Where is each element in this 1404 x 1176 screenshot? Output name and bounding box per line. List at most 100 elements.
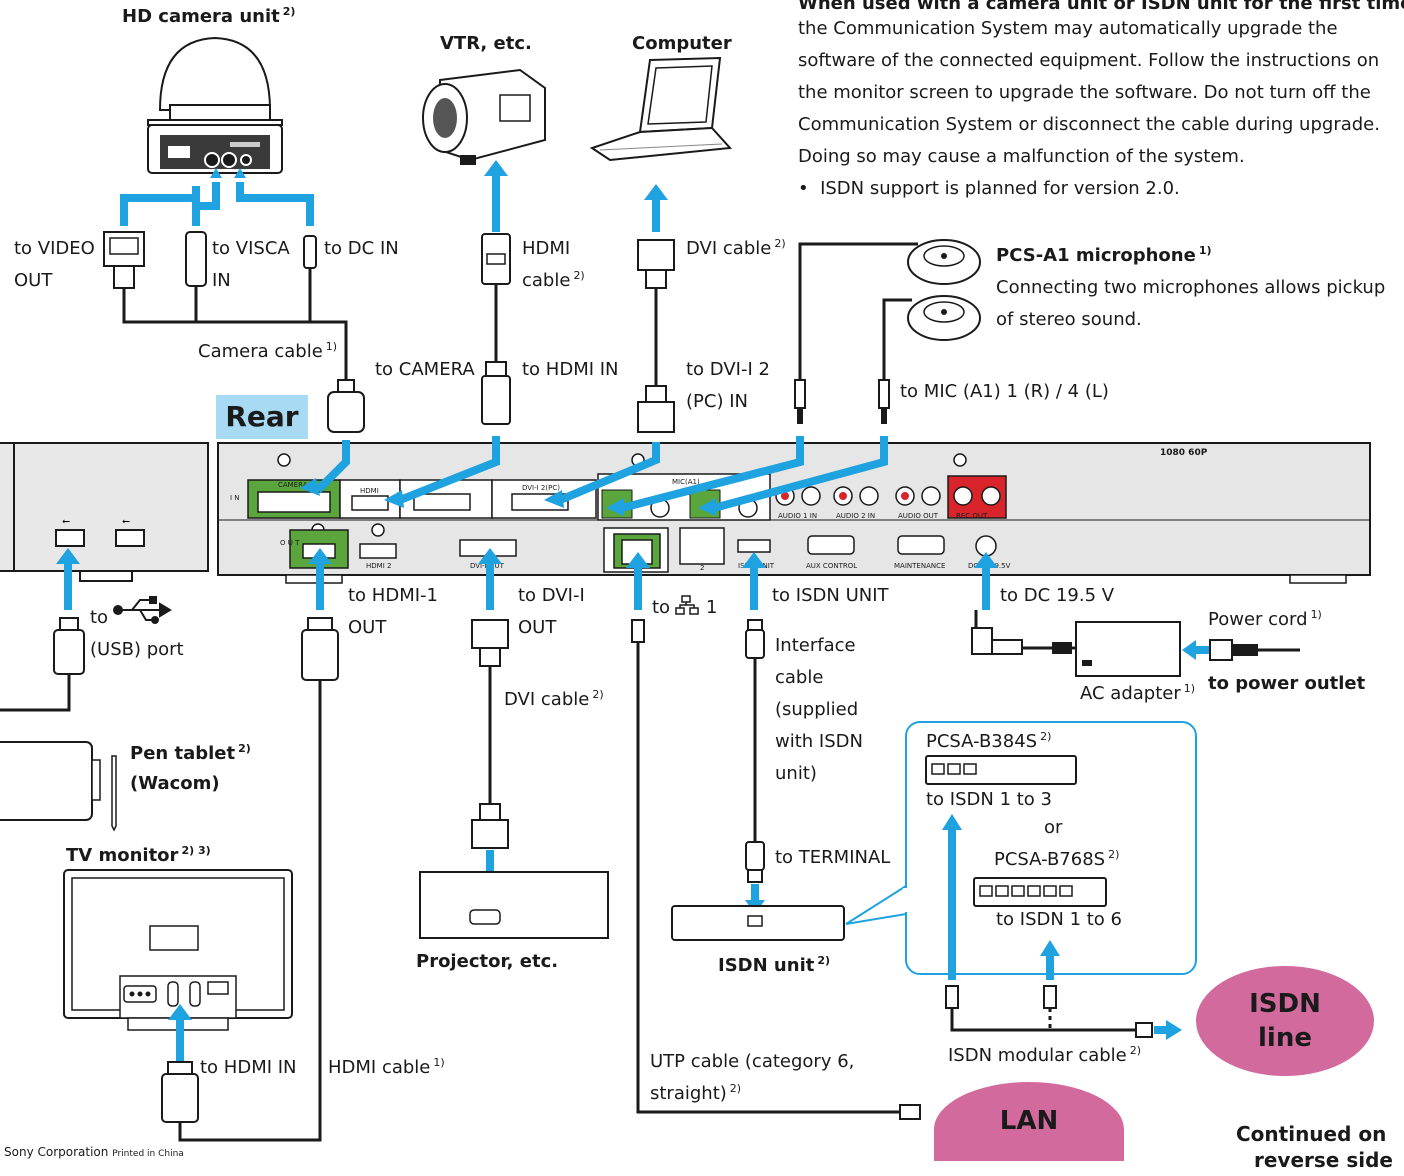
usb-icon: [113, 596, 172, 624]
camera-cable-text: Camera cable: [198, 341, 323, 362]
to-visca-2: IN: [212, 270, 231, 291]
utp-cable-2: straight)2): [650, 1078, 741, 1110]
to-lan-port: to: [652, 597, 671, 618]
to-terminal: to TERMINAL: [775, 847, 891, 868]
usb-cable: [0, 617, 85, 712]
footer-corp-text: Sony Corporation: [4, 1145, 109, 1159]
dvi-out-cable: [471, 619, 509, 849]
tv-monitor-device: [63, 869, 293, 1031]
projector-label: Projector, etc.: [416, 951, 559, 972]
to-usb-1: to: [90, 607, 109, 628]
note-bullet: • ISDN support is planned for version 2.…: [798, 173, 1180, 205]
to-mic: to MIC (A1) 1 (R) / 4 (L): [900, 381, 1109, 402]
note-line-2: software of the connected equipment. Fol…: [798, 50, 1380, 71]
footer-corp: Sony Corporation Printed in China: [4, 1143, 184, 1163]
isdn-unit-title: ISDN unit: [718, 955, 815, 976]
continued-on: Continued on: [1236, 1122, 1387, 1146]
hdmi-cable-top-2-text: cable: [522, 270, 571, 291]
pcsa-b384s-text: PCSA-B384S: [926, 731, 1038, 752]
dvi-cable-bottom-text: DVI cable: [504, 689, 590, 710]
hdmi-plug-tv: [161, 1061, 199, 1123]
port-audio2-label: AUDIO 2 IN: [836, 512, 875, 520]
microphone-sup: 1): [1198, 244, 1212, 257]
to-dc-195: to DC 19.5 V: [1000, 585, 1115, 606]
ac-adapter-sup: 1): [1183, 682, 1196, 695]
side-unit: ⭠ ⭠: [0, 442, 209, 582]
hdmi-cable-top-sup: 2): [573, 269, 585, 282]
pcsa-b768s-sup: 2): [1108, 848, 1120, 861]
visca-connector: [185, 231, 207, 287]
isdn-interface-cable: [745, 619, 765, 883]
power-cord-sup: 1): [1310, 608, 1322, 621]
rear-panel-title: Rear: [216, 395, 308, 439]
note-line-3: the monitor screen to upgrade the softwa…: [798, 82, 1371, 103]
to-video-out-1: to VIDEO: [14, 238, 95, 259]
hdmi-cable-bottom-sup: 1): [433, 1056, 445, 1069]
pen-tablet-sup: 2): [238, 742, 251, 755]
side-unit-label: 1080 60P: [1160, 448, 1208, 458]
to-hdmi1-out-2: OUT: [348, 617, 387, 638]
port-camera-label: CAMERA: [278, 481, 308, 489]
pcsa-b768s-text: PCSA-B768S: [994, 849, 1106, 870]
to-lan-port-num: 1: [706, 597, 718, 618]
dvi-cable-bottom-sup: 2): [592, 688, 604, 701]
port-aux-control-label: AUX CONTROL: [806, 562, 857, 570]
hd-camera-title: HD camera unit: [122, 6, 280, 27]
isdn-line-text-1: ISDN: [1249, 989, 1321, 1019]
utp-cable-2-text: straight): [650, 1083, 727, 1104]
hdmi-cable-bottom-text: HDMI cable: [328, 1057, 431, 1078]
vtr-device: [422, 68, 546, 165]
to-hdmi-in: to HDMI IN: [522, 359, 619, 380]
to-visca-1: to VISCA: [212, 238, 290, 259]
to-hdmi1-out-1: to HDMI-1: [348, 585, 438, 606]
to-dvi-i-out-2: OUT: [518, 617, 557, 638]
vtr-label: VTR, etc.: [440, 33, 532, 54]
to-usb-2: (USB) port: [90, 639, 184, 660]
lan-icon: [675, 595, 699, 615]
isdn-unit-sup: 2): [817, 954, 831, 967]
port-in-label: I N: [230, 494, 240, 502]
port-lan2-label: 2: [700, 564, 704, 572]
note-bullet-text: ISDN support is planned for version 2.0.: [820, 178, 1180, 199]
dvi-plug-top: [637, 239, 675, 433]
video-out-connector: [103, 231, 145, 289]
interface-cable-4: with ISDN: [775, 731, 863, 752]
camera-cable-sup: 1): [325, 340, 338, 353]
continued-on-2: reverse side: [1254, 1148, 1393, 1172]
note-line-1: the Communication System may automatical…: [798, 18, 1338, 39]
to-dvi-i2-2: (PC) IN: [686, 391, 748, 412]
power-cable: [971, 610, 1300, 677]
to-video-out-2: OUT: [14, 270, 53, 291]
port-hdmi2-label: HDMI 2: [366, 562, 391, 570]
pen-tablet-device: [0, 741, 117, 832]
interface-cable-2: cable: [775, 667, 824, 688]
projector-device: [419, 871, 609, 939]
to-dvi-i-out-1: to DVI-I: [518, 585, 585, 606]
hd-camera-unit: [147, 36, 283, 174]
tv-monitor-sup: 2) 3): [181, 844, 211, 857]
isdn-modular-cable-text: ISDN modular cable: [948, 1045, 1127, 1066]
bullet-dot: •: [798, 178, 821, 199]
to-hdmi-in-tv: to HDMI IN: [200, 1057, 297, 1078]
pcsa-b384s-sup: 2): [1040, 730, 1052, 743]
to-dc-in: to DC IN: [324, 238, 399, 259]
ac-adapter-text: AC adapter: [1080, 683, 1181, 704]
hd-camera-sup: 2): [282, 5, 296, 18]
footer-printed: Printed in China: [112, 1149, 184, 1159]
to-power-outlet: to power outlet: [1208, 673, 1366, 694]
port-dvi-i2-label: DVI-I 2(PC): [522, 484, 560, 492]
note-line-4: Communication System or disconnect the c…: [798, 114, 1380, 135]
isdn-line-text-2: line: [1258, 1023, 1312, 1053]
power-cord-text: Power cord: [1208, 609, 1308, 630]
port-audio1-label: AUDIO 1 IN: [778, 512, 817, 520]
tv-monitor-title: TV monitor: [66, 845, 179, 866]
